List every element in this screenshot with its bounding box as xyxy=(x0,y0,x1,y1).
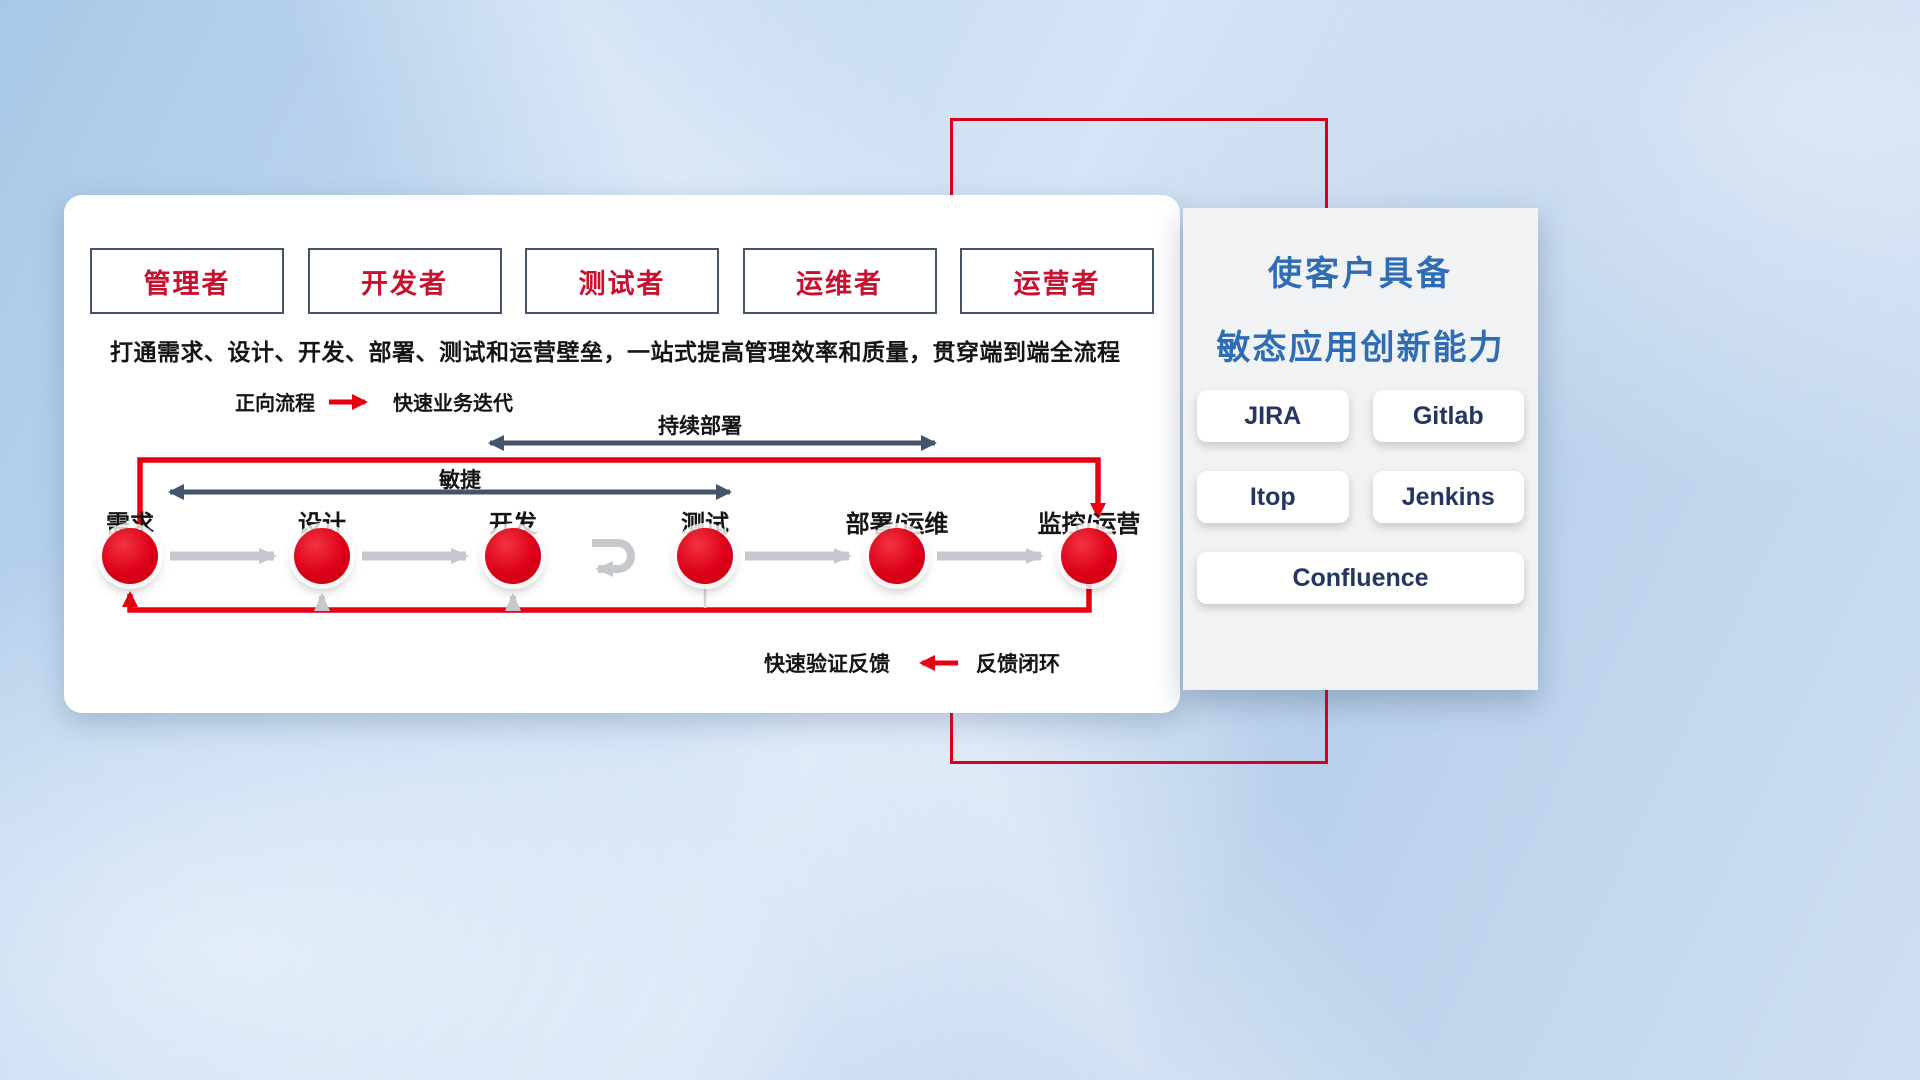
feedback-legend: 快速验证反馈 反馈闭环 xyxy=(764,648,1060,678)
role-label: 开发者 xyxy=(361,268,448,299)
tools-grid: JIRA Gitlab Itop Jenkins Confluence xyxy=(1197,390,1524,604)
role-label: 管理者 xyxy=(143,268,231,299)
role-label: 运营者 xyxy=(1013,268,1101,299)
feedback-arrow-icon xyxy=(919,655,958,671)
role-box-developer: 开发者 xyxy=(307,248,502,314)
role-label: 运维者 xyxy=(796,268,883,299)
forward-arrow-icon xyxy=(329,393,368,410)
stage-node-test xyxy=(677,528,733,584)
capability-title-line1: 使客户具备 xyxy=(1268,255,1453,293)
forward-flow-label: 正向流程 xyxy=(235,393,315,415)
role-box-tester: 测试者 xyxy=(525,248,719,314)
feedback-label: 反馈闭环 xyxy=(976,653,1060,676)
forward-flow-legend: 正向流程 快速业务迭代 xyxy=(235,387,513,416)
feedback-desc: 快速验证反馈 xyxy=(764,653,890,676)
forward-loop-line xyxy=(137,457,1106,526)
tool-gitlab: Gitlab xyxy=(1372,390,1524,442)
role-box-ops: 运维者 xyxy=(742,248,937,314)
role-box-manager: 管理者 xyxy=(90,248,284,314)
tool-itop: Itop xyxy=(1197,471,1349,523)
tool-confluence: Confluence xyxy=(1197,552,1524,604)
flow-diagram: 持续部署 敏捷 需求 设计 开发 测试 部署/运维 监控/运营 快速验证反馈 反… xyxy=(64,410,1180,710)
tool-jenkins: Jenkins xyxy=(1372,471,1524,523)
flow-arrows-layer xyxy=(122,435,1106,613)
stage-node-requirement xyxy=(102,528,158,584)
stage-node-design xyxy=(294,528,350,584)
capability-title-line2: 敏态应用创新能力 xyxy=(1216,329,1505,367)
continuous-deploy-label: 持续部署 xyxy=(658,415,742,438)
forward-flow-desc: 快速业务迭代 xyxy=(393,393,513,415)
roles-row: 管理者 开发者 测试者 运维者 运营者 xyxy=(90,248,1154,314)
devops-flow-panel: 管理者 开发者 测试者 运维者 运营者 打通需求、设计、开发、部署、测试和运营壁… xyxy=(64,195,1180,713)
description-text: 打通需求、设计、开发、部署、测试和运营壁垒，一站式提高管理效率和质量，贯穿端到端… xyxy=(110,339,1121,365)
iteration-loop-icon xyxy=(592,539,635,577)
role-label: 测试者 xyxy=(578,268,666,299)
stage-node-deploy-ops xyxy=(869,528,925,584)
agile-label: 敏捷 xyxy=(439,469,481,492)
tool-jira: JIRA xyxy=(1197,390,1349,442)
feedback-loop-line xyxy=(122,582,1092,613)
capability-panel: 使客户具备 敏态应用创新能力 JIRA Gitlab Itop Jenkins … xyxy=(1183,208,1538,690)
stage-node-dev xyxy=(485,528,541,584)
stage-node-monitor-ops xyxy=(1061,528,1117,584)
role-box-operator: 运营者 xyxy=(960,248,1154,314)
